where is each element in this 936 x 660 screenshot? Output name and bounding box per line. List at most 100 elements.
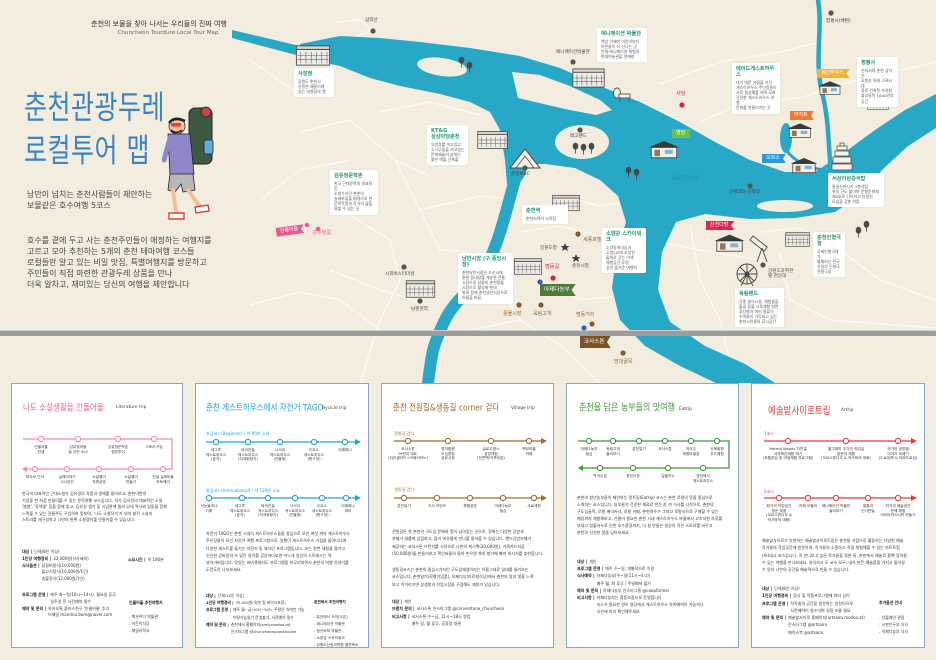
card-description: 춘천의 청년농부들이 제안하는 맛트립(Eatrip) 코스는 춘천 로컬의 맛… [577, 495, 723, 535]
info-box-title: 낭만시장 (구 중앙시장) [462, 256, 507, 268]
route-stop: 사료세판 [527, 504, 541, 508]
place-label: 애니메이션박물관 [556, 50, 590, 55]
route-stop: 별그래픽 조각가 작업실 방문과 체험 (오르스튜디오 & 작가와의 대화) [821, 447, 871, 461]
card-description: 자전거 TAGO는 춘천 시내의 게스트하우스들을 중심으로 모인 여섯 개의 … [206, 531, 350, 573]
card-info: 대상 |단체(10인 이상) 1인당 여행경비 |75,000원(숙박 및 바이… [206, 592, 316, 635]
route-stop: 약국수 체험마을집 [682, 447, 700, 456]
route-stop: 전설 실레마을 포토체어 [152, 475, 174, 484]
card-description: 전원길은 첫 춘천의 구도심 문화와 멋이 남아있는 곳으로, 정취는 다양한 … [392, 529, 544, 556]
route-stop: 코사스톤 브런치 세트 (치킨샐러드+아메리카노) [388, 447, 428, 461]
route-stop: 축협공방 [463, 504, 477, 508]
card-title: 예술밭사이로트립 [768, 405, 831, 418]
place-label: 신매대교 선착장 [729, 190, 761, 195]
place-label: 춘천시청 [572, 264, 589, 269]
map-tagline: 춘천의 보물을 찾아 나서는 우리들의 진짜 여행 [91, 20, 227, 28]
card-description-2: 생동길코스는 춘천의 중심시가지인 구도심재생이라는 이름그대로 일대를 둘러보… [392, 567, 534, 587]
route-stop: 작가의 공방별 이야기 모예기 (드로잉북 & 야외드로잉) [878, 447, 918, 461]
route-stop: 이제떠나 파티 [341, 504, 355, 513]
route-stop: 김유정문학촌 점방투어 [107, 445, 129, 454]
info-box-title: 청평사 [861, 60, 876, 66]
info-box-desc: 의암호를 끼고있고 소나무숲을 끼고있는 문화예술이 숨쉬는 붉은 벽돌 건축물 [431, 142, 465, 163]
info-box: 사장정 강원도 춘천시 신동면 재잘이에 있는 의병장의 옛 [294, 68, 334, 98]
course-heading: 생동길 걷다 [394, 487, 415, 492]
route-stop: 화가의 작업공간 방문 체험 (오르스튜디오 & 작가와의 대화) [766, 504, 792, 522]
info-row: 식사예약 |아제다농부(수~일(11시~4시)) 매주 월, 화 휴무 / 주말… [577, 573, 651, 586]
hero-lead: 낭만이 넘치는 춘천사람들이 제안하는 보물같은 호수여행 5코스 [27, 190, 153, 210]
spot-label: 망대골목 [614, 359, 633, 365]
course-card-artrip: 예술밭사이로트립 Artrip 1코스 Hermit Woods 자연갤 서하축… [751, 383, 925, 648]
info-box-title: 서상리삼층석탑 [832, 176, 866, 182]
route-stop: 세그루 게스트하우스 (효자) [205, 448, 227, 462]
route-stop: 실레이야기 시시공간 [58, 475, 76, 484]
info-row: 비고사항 |코사스톤 수~금, 11시~18시 영업 매주 일, 월 휴무, 공… [392, 613, 471, 627]
info-row: 예약 및 문의 |아제다농부 인스타그램 @coopfarmer [577, 587, 670, 593]
map-illustration [0, 0, 936, 383]
info-box-title: 춘천역 [526, 208, 541, 214]
place-label: 삼악산 [365, 18, 378, 23]
course-card-literature: 나도 소설생활을 안돌어울 Literature trip 인물어울 탄생 김유… [11, 383, 183, 648]
route-stop: 영당에서 게스트하우스 [692, 474, 714, 483]
islands [417, 57, 813, 212]
info-row: 대상 |단체(8인 이상) [22, 549, 60, 554]
course-heading: 2코스 [764, 489, 775, 494]
info-box-title: 육림랜드 [739, 291, 759, 297]
route-stop: 신북회원 우드체험 [710, 447, 724, 456]
info-box-title: 소양강 스카이워크 [606, 231, 642, 243]
card-info: 대상 |개인 프로그램 운영 |매주 수~일, 개별적으로 이용 식사예약 |아… [577, 558, 733, 616]
landmark-buildings [295, 45, 889, 298]
route-stop: 나서이 게스트하우스 (인물동) [269, 448, 291, 462]
info-row: 식사옵션 |닭갈비정식(10,000원) 불고기정식(10,000원/1인) 송… [22, 562, 89, 582]
route-diagram [578, 437, 730, 472]
route-stop: 아제다농부 점심 [580, 447, 598, 456]
route-stop: 작가의 예술공간 문예 체험 아이마카스티커 만들기 [880, 504, 916, 518]
railway [0, 331, 936, 336]
info-box-desc: 춘천낭만시장은 조선시대 춘천 읍내장을 계승한 전통 시장으로 닭갈비 춘천명… [462, 270, 508, 301]
info-row: 예약 및 문의 |카카오톡 플러스친구 '인물어울' 추가 이메일 mandru… [22, 605, 113, 618]
course-card-bicycle: 춘천 게스트하우스에서 자전거 TAGO Bycicle trip 초급코스(B… [195, 383, 369, 648]
place-label: 춘천MBC [511, 172, 530, 177]
place-markers [304, 10, 834, 356]
route-diagram [764, 437, 917, 502]
card-subtitle: Village trip [511, 406, 535, 411]
route-stop: 춘천일기 [397, 504, 411, 508]
route-stop: 발할라 인사판달 [861, 504, 875, 513]
place-label: 레고랜드 [570, 134, 587, 139]
card-subtitle: Literature trip [116, 405, 147, 410]
info-row: 1인당 여행경비 |75,000원(숙박 및 바이크포함) [206, 600, 286, 606]
info-box-title: KT&G 상상마당춘천 [431, 128, 460, 140]
info-row: 대상 |단체(10인 이상) [206, 593, 245, 598]
spot-label: 세종호텔 [583, 237, 602, 243]
info-box: 김유정문학촌 한국 근대문학의 대표적인 소설가이던 춘천의 실레마을을 배경으… [330, 170, 378, 215]
info-box-desc: 대기 대문 가정을 가진 게스트하우스 주인장들이 서로 협심해를 하며 모여 … [736, 80, 777, 111]
recommended-spots: 춘천에서 추천여행지 - 춘천에서 숙박(오픈) - 애니메이션 박물관 - 청… [314, 600, 359, 648]
info-box: 육림랜드 각종 놀이시설, 체험들을 즐길 동물 사육체험 밖면 꽃다발과 여러… [735, 288, 784, 328]
place-label: 소양강처녀상 [672, 176, 699, 181]
route-stop: 막국수집 [593, 474, 607, 478]
route-stop: 코사스톤 [658, 447, 672, 451]
hero-body: 호수를 곁에 두고 사는 춘천주민들이 애정하는 여행지를 고르고 모아 추천하… [27, 236, 212, 289]
info-box: 춘천역 춘천지역의 시작점 [522, 205, 568, 225]
info-row: 대상 |단체(8인 이상) [762, 586, 800, 591]
info-box-desc: 각종 놀이시설, 체험들을 즐길 동물 사육체험 밖면 꽃다발과 여러 종류의 … [739, 299, 779, 325]
flag-cafe: 코사스톤 [580, 336, 611, 348]
card-subtitle: Bycicle trip [322, 406, 347, 411]
info-row: 1인당 여행경비 |33,000원(식사제외) [22, 555, 89, 561]
card-subtitle: Eatrip [679, 407, 692, 412]
route-stop: 춘천일기 [632, 447, 646, 451]
card-info: 대상 |단체(8인 이상) 1인당 여행경비 |33,000원(식사제외) 식사… [22, 549, 178, 619]
spot-label: 명동길 [545, 264, 560, 270]
info-box-desc: 한국 근대문학의 대표적인 소설가이던 춘천의 실레마을을 배경으로 한 문학작… [334, 181, 373, 212]
route-stop: 오르스 게스트하우스 (항구성) [311, 504, 333, 518]
card-info: 대상 |단체(8인 이상) 1인당 여행경비 |음식 및 작품프로그램에 따라 … [762, 585, 874, 636]
card-title: 춘천을 담은 농부들의 맛여행 [579, 402, 675, 413]
card-title: 나도 소설생활을 안돌어울 [23, 402, 104, 413]
route-stop: 애니메이션 박물관 둘러보기 [821, 504, 851, 513]
route-stop: 아제다농부 점심 [494, 504, 512, 513]
info-box: 소양강 스카이워크 소양강처녀상과 소양2교에 조성된 물위로 걷는 이색 체험… [602, 228, 646, 274]
route-diagram [22, 435, 173, 473]
hero-title-line-2: 로컬투어 맵 [24, 131, 150, 170]
spot-label: 김유정길 [312, 230, 332, 236]
course-card-village: 춘천 전원길&생동길 corner 걷다 Village trip 전원길 걷다… [381, 383, 554, 648]
spot-label: 서당 [676, 91, 686, 97]
hero-title-line-1: 춘천관광두레 [24, 88, 166, 127]
